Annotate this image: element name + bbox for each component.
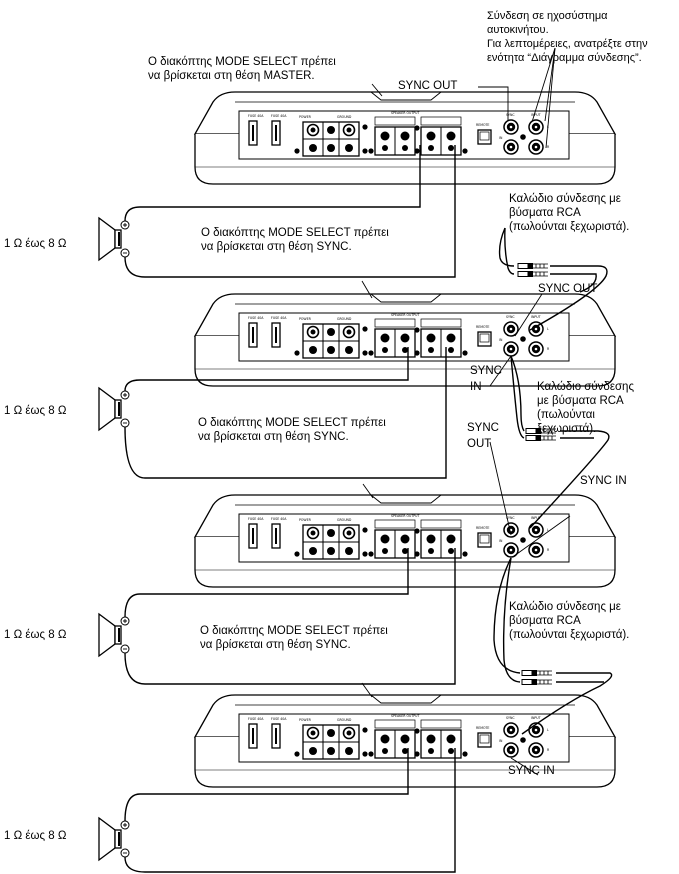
sync-out-label-2: SYNC OUT <box>538 283 598 295</box>
master-note-line2: να βρίσκεται στη θέση MASTER. <box>148 70 315 82</box>
rca-note-2-line2: με βύσματα RCA <box>537 395 624 407</box>
speaker-1 <box>98 217 130 261</box>
sync-cables <box>493 227 613 735</box>
speaker-3 <box>98 613 130 657</box>
head-unit-note-line1: Σύνδεση σε ηχοσύστημα <box>487 10 608 22</box>
sync-out-label-3-line1: SYNC <box>467 422 499 434</box>
rca-note-3-line3: (πωλούνται ξεχωριστά). <box>509 629 630 641</box>
rca-note-2-line4: ξεχωριστά). <box>537 423 597 435</box>
rca-plug-3b <box>521 678 553 686</box>
rca-note-2-line3: (πωλούνται <box>537 409 595 421</box>
rca-note-2-line1: Καλώδιο σύνδεσης <box>537 381 634 393</box>
head-unit-note-line3: Για λεπτομέρειες, ανατρέξτε στην <box>487 38 648 50</box>
sync-note-a-line2: να βρίσκεται στη θέση SYNC. <box>201 241 352 253</box>
rca-plug-3a <box>521 669 553 677</box>
sync-note-c-line1: Ο διακόπτης MODE SELECT πρέπει <box>200 625 388 637</box>
rca-plug-1a <box>517 262 549 270</box>
impedance-label-1: 1 Ω έως 8 Ω <box>4 238 67 250</box>
master-note-line1: Ο διακόπτης MODE SELECT πρέπει <box>148 56 336 68</box>
impedance-label-4: 1 Ω έως 8 Ω <box>4 830 67 842</box>
rca-note-1-line3: (πωλούνται ξεχωριστά). <box>509 221 630 233</box>
sync-in-label-1-line1: SYNC <box>470 365 502 377</box>
sync-in-label-2: SYNC IN <box>580 475 627 487</box>
head-unit-note-line4: ενότητα “Διάγραμμα σύνδεσης”. <box>487 52 642 64</box>
sync-note-b-line2: να βρίσκεται στη θέση SYNC. <box>198 431 349 443</box>
amplifier-2 <box>194 293 616 387</box>
sync-in-label-3: SYNC IN <box>508 765 555 777</box>
speaker-wires <box>124 145 456 873</box>
amplifier-3 <box>194 494 616 588</box>
rca-note-3-line2: βύσματα RCA <box>509 615 581 627</box>
rca-plug-1b <box>517 270 549 278</box>
rca-note-1-line2: βύσματα RCA <box>509 207 581 219</box>
sync-note-b-line1: Ο διακόπτης MODE SELECT πρέπει <box>198 417 386 429</box>
leader-lines <box>361 47 571 776</box>
sync-out-label-3-line2: OUT <box>467 438 492 450</box>
sync-out-label-1: SYNC OUT <box>398 80 458 92</box>
amplifier-1 <box>194 91 616 185</box>
speaker-4 <box>98 817 130 861</box>
head-unit-note-line2: αυτοκινήτου. <box>487 24 549 36</box>
impedance-label-2: 1 Ω έως 8 Ω <box>4 405 67 417</box>
impedance-label-3: 1 Ω έως 8 Ω <box>4 629 67 641</box>
rca-note-3-line1: Καλώδιο σύνδεσης με <box>509 601 621 613</box>
sync-note-a-line1: Ο διακόπτης MODE SELECT πρέπει <box>201 227 389 239</box>
speaker-2 <box>98 387 130 431</box>
rca-note-1-line1: Καλώδιο σύνδεσης με <box>509 193 621 205</box>
sync-in-label-1-line2: IN <box>470 381 482 393</box>
sync-note-c-line2: να βρίσκεται στη θέση SYNC. <box>200 639 351 651</box>
